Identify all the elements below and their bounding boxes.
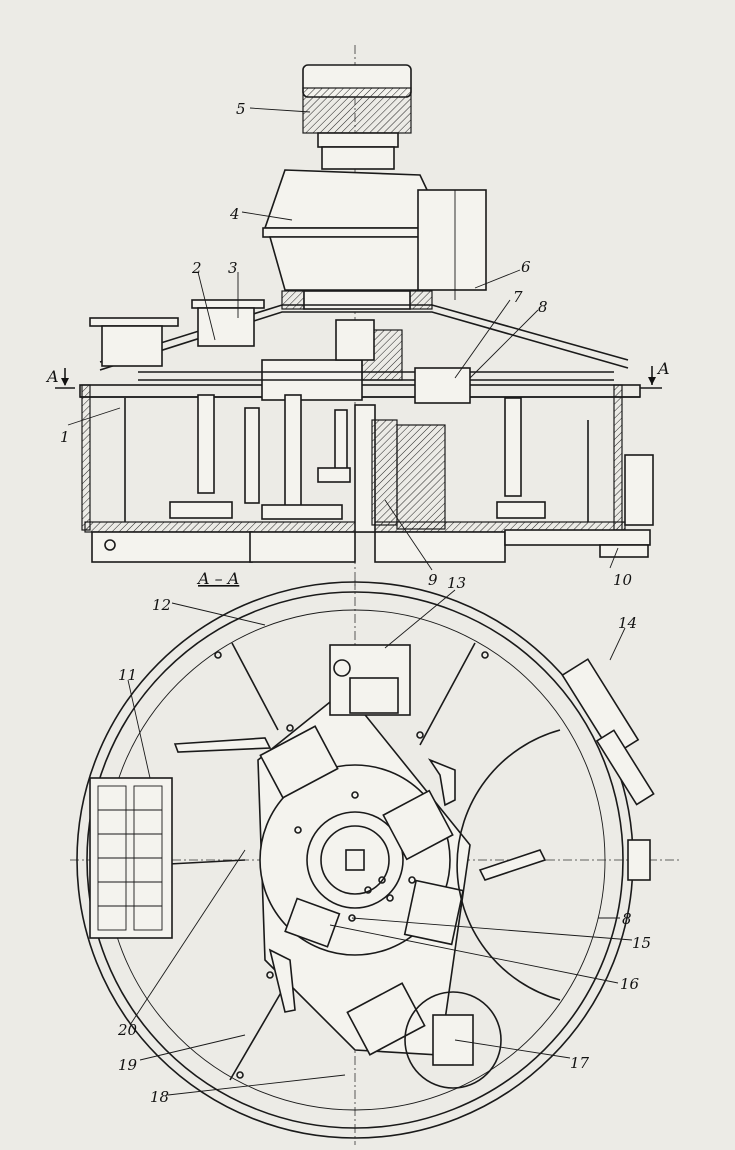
label-15: 15 <box>632 934 651 952</box>
label-7: 7 <box>513 288 523 306</box>
section-title: A – A <box>196 569 239 588</box>
label-3: 3 <box>228 259 238 277</box>
label-4: 4 <box>229 205 240 223</box>
section-mark-right: A <box>656 359 670 378</box>
label-13: 13 <box>447 574 466 592</box>
plan-view-a-a <box>70 580 680 1145</box>
label-18: 18 <box>150 1088 169 1106</box>
label-11: 11 <box>118 666 137 684</box>
label-16: 16 <box>620 975 640 993</box>
label-8b: 8 <box>622 910 632 928</box>
label-14: 14 <box>618 614 637 632</box>
label-2: 2 <box>191 259 202 277</box>
section-mark-left: A <box>45 367 59 386</box>
leader-lines <box>67 107 633 1096</box>
label-1: 1 <box>60 428 70 446</box>
label-5: 5 <box>236 100 246 118</box>
label-12: 12 <box>152 596 171 614</box>
label-17: 17 <box>570 1054 590 1072</box>
label-20: 20 <box>117 1021 138 1039</box>
label-10: 10 <box>613 571 633 589</box>
elevation-view <box>55 45 662 590</box>
part-labels: 5 4 2 3 6 7 8 1 9 10 12 13 14 11 8 15 16… <box>45 100 670 1106</box>
label-19: 19 <box>118 1056 138 1074</box>
label-6: 6 <box>521 258 531 276</box>
label-8: 8 <box>538 298 548 316</box>
label-9: 9 <box>428 571 438 589</box>
